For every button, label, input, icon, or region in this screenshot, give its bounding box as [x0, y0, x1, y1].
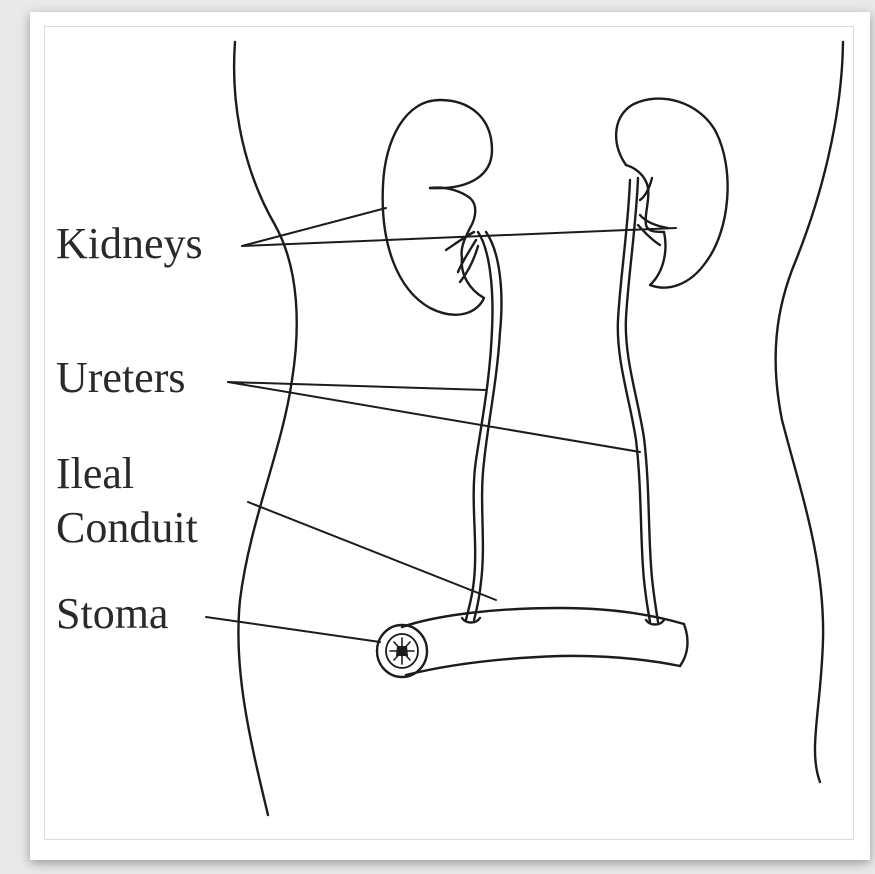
right-kidney-calyx — [640, 215, 668, 228]
ileal-conduit-end — [680, 624, 687, 666]
stoma-label: Stoma — [56, 592, 168, 636]
left-kidney-calyx — [446, 232, 474, 250]
right-ureter — [618, 180, 650, 622]
right-kidney-hilum — [626, 165, 664, 232]
kidneys-label: Kidneys — [56, 222, 203, 266]
ileal-conduit — [402, 608, 684, 627]
ureter-insertion — [462, 618, 480, 623]
ileal-conduit-label-line1: Ileal — [56, 452, 134, 496]
stoma-leader-line — [206, 617, 380, 642]
ileal-conduit-leader-line — [248, 502, 496, 600]
ureters-leader-lines — [228, 382, 640, 452]
ileal-conduit-label-line2: Conduit — [56, 506, 198, 550]
torso-right-outline — [776, 42, 843, 782]
ureters-label: Ureters — [56, 356, 186, 400]
ileal-conduit — [406, 656, 680, 675]
left-kidney-hilum — [430, 188, 475, 258]
stoma-center — [396, 646, 408, 656]
torso-left-outline — [234, 42, 297, 815]
right-kidney — [616, 99, 727, 288]
